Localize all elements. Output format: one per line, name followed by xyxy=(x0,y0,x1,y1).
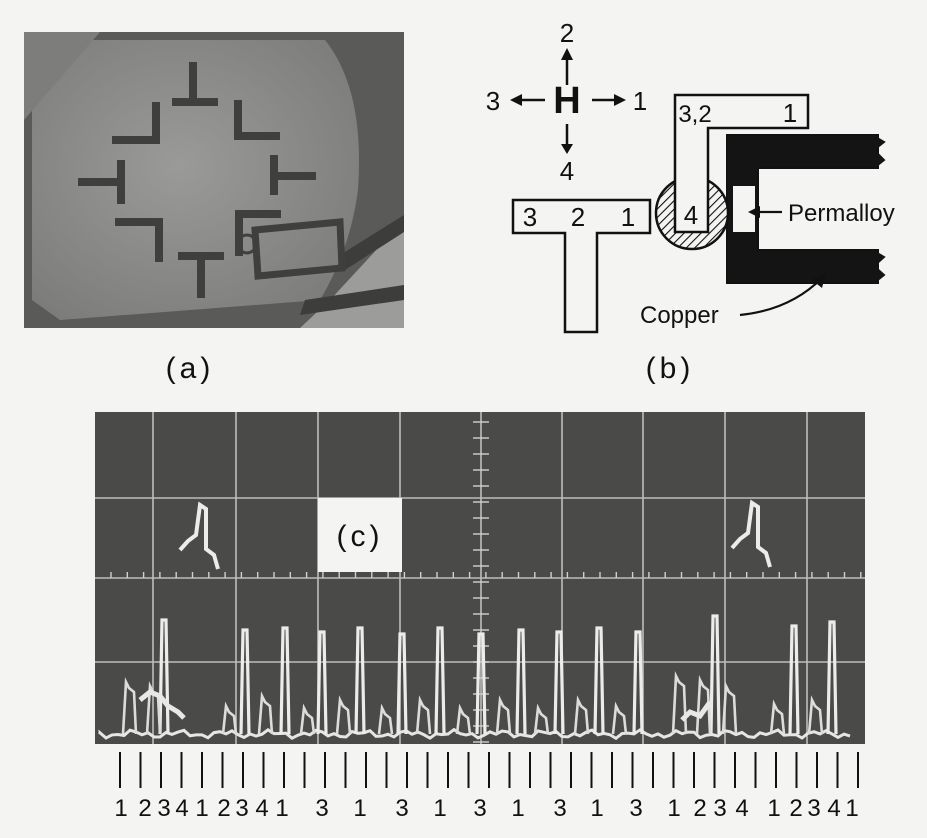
ruler-label: 3 xyxy=(473,795,486,822)
trace-blob xyxy=(138,689,186,720)
ruler-label: 1 xyxy=(845,795,858,822)
trace-pulse xyxy=(239,628,251,735)
trace-pulse-small xyxy=(533,703,550,735)
trace-pulse-small xyxy=(299,703,316,735)
annotation-arrows xyxy=(739,206,826,317)
trace-pulse xyxy=(593,626,605,735)
permalloy-label: Permalloy xyxy=(788,200,895,227)
trace-pulse-small xyxy=(769,699,786,735)
ruler-label: 3 xyxy=(553,795,566,822)
direction-label-down: 4 xyxy=(560,156,574,186)
t-bar-label-1: 1 xyxy=(621,202,635,232)
direction-label-right: 1 xyxy=(633,86,647,116)
trace-pulse xyxy=(632,630,644,735)
ruler-label: 4 xyxy=(827,795,840,822)
trace-pulse-small xyxy=(221,701,238,735)
ruler-label: 1 xyxy=(767,795,780,822)
trace-pulse-small xyxy=(611,701,628,735)
trace-upper-pulse xyxy=(178,501,220,570)
ruler-label: 2 xyxy=(217,795,230,822)
trace-pulse xyxy=(826,620,838,735)
trace-pulse-small xyxy=(807,695,824,735)
ruler-label: 1 xyxy=(275,795,288,822)
ruler-label: 3 xyxy=(395,795,408,822)
trace-blob xyxy=(680,700,713,722)
panel-b-schematic xyxy=(510,48,626,154)
ruler-label: 4 xyxy=(175,795,188,822)
trace-pulse-small xyxy=(335,695,352,735)
l-bar xyxy=(673,93,810,234)
bar-patterns xyxy=(78,62,316,298)
trace-pulse-small xyxy=(377,703,394,735)
l-bar-label-foot: 4 xyxy=(684,200,698,230)
ruler-label: 3 xyxy=(157,795,170,822)
copper-label: Copper xyxy=(640,302,719,329)
bottom-tick-scale xyxy=(119,752,859,788)
ruler-label: 1 xyxy=(353,795,366,822)
ruler-label: 1 xyxy=(511,795,524,822)
panel-b-caption: (b) xyxy=(646,352,695,385)
panel-c-caption-box xyxy=(318,498,402,572)
trace-pulse-small xyxy=(415,695,432,735)
trace-pulse xyxy=(788,624,800,735)
trace-pulse xyxy=(279,626,291,735)
ruler-label: 3 xyxy=(315,795,328,822)
trace-pulse-small xyxy=(721,681,738,735)
panel-a-caption: (a) xyxy=(166,352,215,385)
trace-pulse xyxy=(158,618,170,735)
ruler-label: 3 xyxy=(235,795,248,822)
ruler-label: 2 xyxy=(138,795,151,822)
ruler-label: 1 xyxy=(667,795,680,822)
trace-pulse xyxy=(515,628,527,735)
l-bar-label-end: 1 xyxy=(783,98,797,128)
ruler-label: 1 xyxy=(114,795,127,822)
trace-pulse xyxy=(709,614,721,735)
trace-pulse-small xyxy=(573,695,590,735)
trace-pulse xyxy=(316,630,328,735)
field-symbol-H: H xyxy=(553,80,580,122)
trace-pulse xyxy=(553,630,565,735)
ruler-label: 3 xyxy=(713,795,726,822)
ruler-label: 1 xyxy=(195,795,208,822)
direction-label-left: 3 xyxy=(486,86,500,116)
ruler-label: 2 xyxy=(789,795,802,822)
trace-pulse-small xyxy=(671,671,688,735)
ruler-label: 2 xyxy=(693,795,706,822)
ruler-label: 3 xyxy=(807,795,820,822)
trace-pulse-small xyxy=(257,691,274,735)
trace-upper-pulse xyxy=(730,499,772,568)
ruler-label: 1 xyxy=(590,795,603,822)
trace-pulse xyxy=(434,626,446,735)
panel-c-caption: (c) xyxy=(337,520,384,553)
trace-pulse xyxy=(396,632,408,735)
trace-pulse-small xyxy=(455,703,472,735)
ruler-label: 4 xyxy=(735,795,748,822)
trace-pulse-small xyxy=(495,695,512,735)
direction-label-up: 2 xyxy=(560,18,574,48)
l-bar-label-corner: 3,2 xyxy=(678,101,711,128)
panel-a-photo xyxy=(24,32,404,328)
panel-c-oscilloscope: (c) xyxy=(95,412,865,744)
ruler-label: 1 xyxy=(433,795,446,822)
t-bar-label-3: 3 xyxy=(523,202,537,232)
scope-traces xyxy=(98,499,851,741)
ruler-label: 3 xyxy=(629,795,642,822)
ruler-label: 4 xyxy=(255,795,268,822)
trace-pulse xyxy=(354,626,366,735)
trace-pulse xyxy=(475,632,487,735)
t-bar-label-2: 2 xyxy=(571,202,585,232)
t-bar xyxy=(511,198,652,334)
trace-pulse-small xyxy=(121,677,138,735)
